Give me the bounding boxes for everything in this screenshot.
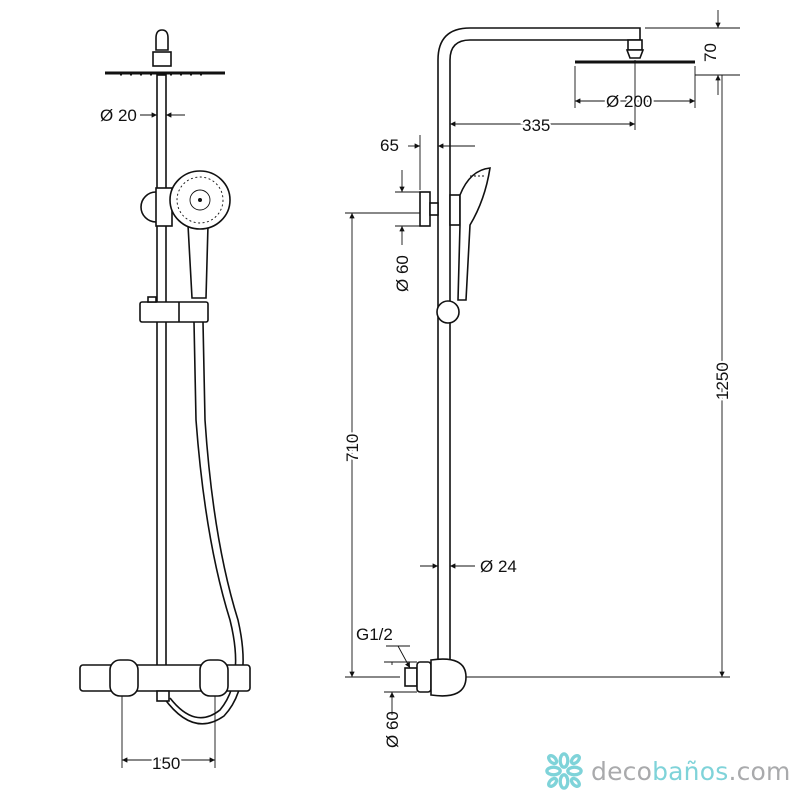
shower-hose <box>169 321 237 719</box>
dim-bracket-height: 710 <box>341 212 420 677</box>
dim-bracket-diameter: Ø 60 <box>393 170 420 292</box>
dim-pipe-diameter: Ø 24 <box>420 557 517 576</box>
dim-head-diameter: Ø 200 <box>574 66 696 113</box>
flower-logo-icon <box>545 752 583 790</box>
dim-arm-reach: 335 <box>450 60 636 137</box>
logo-text-com: .com <box>728 756 791 786</box>
slider-bar <box>139 296 209 323</box>
inlet-thread-label: G1/2 <box>356 625 393 644</box>
dim-label: 1250 <box>713 362 732 400</box>
logo-text-banos: baños <box>652 756 729 786</box>
hand-shower <box>140 170 231 299</box>
dim-label: Ø 60 <box>383 711 402 748</box>
logo-text: decobaños.com <box>591 757 791 786</box>
wall-bracket <box>419 191 439 227</box>
dim-arm-height: 70 <box>645 10 740 95</box>
dim-label: Ø 24 <box>480 557 517 576</box>
logo-text-deco: deco <box>591 756 653 786</box>
rain-shower-head-side <box>575 39 695 64</box>
brand-logo: decobaños.com <box>545 752 791 790</box>
dim-rod-diameter: Ø 20 <box>100 106 185 125</box>
side-view: 70 Ø 200 335 65 Ø 60 <box>341 10 740 748</box>
front-view: Ø 20 150 <box>79 29 251 775</box>
slider-side <box>436 300 460 324</box>
dim-label: 65 <box>380 136 399 155</box>
dim-label: 70 <box>701 43 720 62</box>
dim-wall-offset: 65 <box>380 135 475 190</box>
shower-rod <box>156 74 167 668</box>
dim-inlet-diameter: Ø 60 <box>383 661 417 748</box>
dim-label: 710 <box>343 434 362 462</box>
dim-label: Ø 200 <box>606 92 652 111</box>
thermostatic-valve <box>79 659 251 702</box>
rain-shower-head <box>105 29 225 76</box>
dim-label: 335 <box>522 116 550 135</box>
dim-label: Ø 20 <box>100 106 137 125</box>
inlet-valve-side: G1/2 <box>356 625 467 697</box>
dim-label: 150 <box>152 754 180 773</box>
dim-label: Ø 60 <box>393 255 412 292</box>
dim-spacing: 150 <box>121 696 216 775</box>
hand-shower-side <box>449 167 491 301</box>
dim-total-height: 1250 <box>345 75 734 678</box>
